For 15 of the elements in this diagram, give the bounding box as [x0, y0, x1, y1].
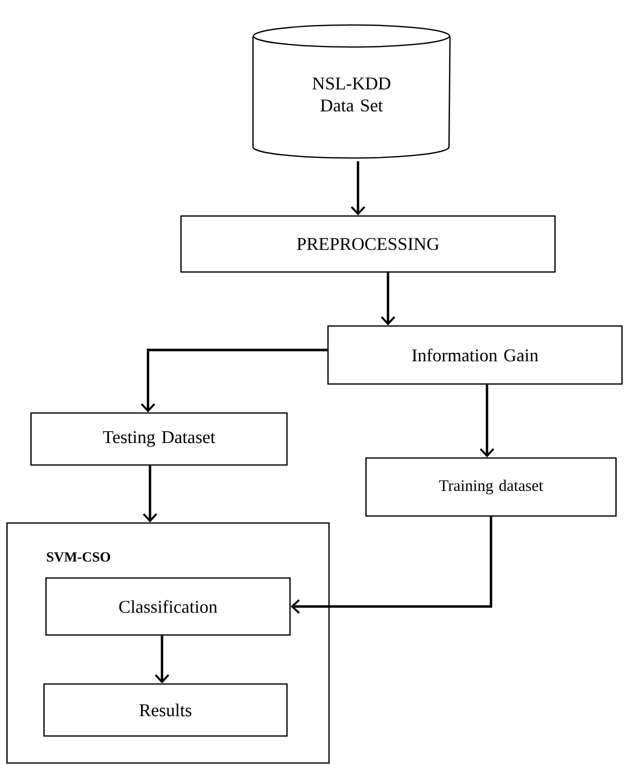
process-box: Training dataset: [365, 457, 617, 517]
arrow: [154, 636, 170, 684]
arrow: [380, 272, 396, 326]
process-box: Testing Dataset: [30, 412, 288, 466]
arrow: [140, 348, 328, 412]
process-box: Results: [43, 683, 288, 737]
database-cylinder: NSL-KDD Data Set: [252, 24, 451, 159]
arrow: [290, 516, 492, 614]
arrow: [350, 161, 366, 216]
arrow: [480, 384, 494, 458]
node-label: NSL-KDD Data Set: [312, 77, 390, 112]
process-box: Information Gain: [327, 325, 623, 385]
process-box: Classification: [45, 577, 291, 636]
process-box: PREPROCESSING: [180, 215, 556, 273]
arrow: [142, 466, 158, 522]
